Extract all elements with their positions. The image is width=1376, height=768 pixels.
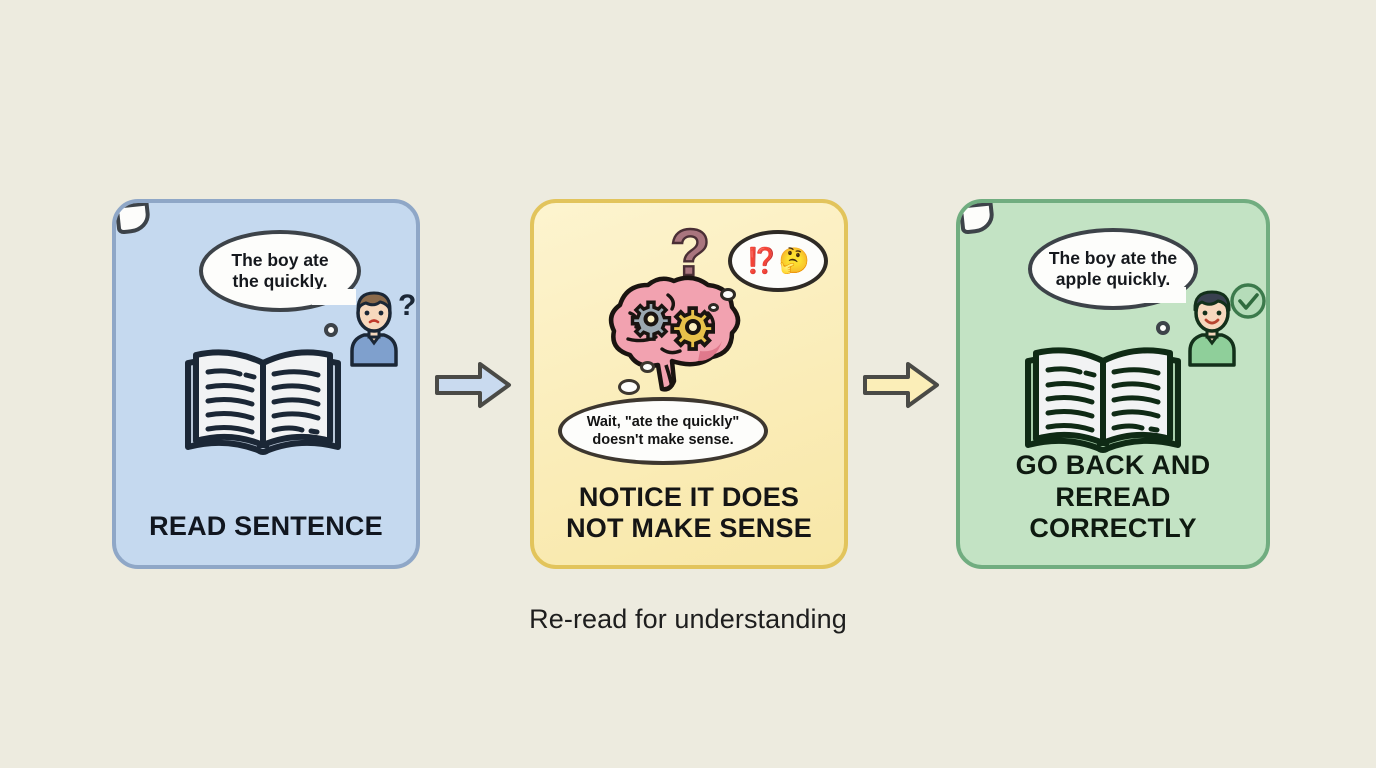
svg-text:?: ? — [398, 289, 416, 322]
panel-reread-correctly[interactable]: The boy ate the apple quickly. — [956, 199, 1270, 569]
speech-bubble-tail-cover — [312, 289, 356, 305]
exclamation-question-icon: ⁉️ — [746, 246, 778, 275]
bubble-line-1: The boy ate the — [1048, 247, 1178, 268]
bubble-line-1: The boy ate — [231, 249, 329, 270]
speech-bubble-tail — [116, 203, 152, 235]
thought-bubble-reasoning: Wait, "ate the quickly" doesn't make sen… — [558, 397, 768, 465]
open-book-icon — [178, 343, 348, 472]
emoji-thought-bubble: ⁉️ 🤔 — [728, 230, 828, 292]
brain-with-gears-icon — [604, 265, 756, 398]
speech-bubble-tail-cover — [1142, 287, 1186, 303]
confused-person-icon: ? — [344, 285, 416, 374]
panel-2-caption-line-1: NOTICE IT DOES — [578, 481, 800, 512]
panel-1-artwork: The boy ate the quickly. ? — [116, 203, 416, 475]
panel-notice-problem[interactable]: ? — [530, 199, 848, 569]
panel-2-caption-line-2: NOT MAKE SENSE — [566, 513, 812, 544]
thought-dot-small — [640, 361, 655, 373]
bubble-line-2: the quickly. — [232, 271, 328, 291]
footer-caption: Re-read for understanding — [529, 604, 847, 634]
panel-2-artwork: ? — [534, 203, 844, 475]
arrow-panel-1-to-2 — [434, 359, 512, 411]
panel-3-caption-line-2: REREAD CORRECTLY — [1029, 481, 1197, 544]
panel-3-caption: GO BACK AND REREAD CORRECTLY — [968, 450, 1258, 545]
thought-line-2: doesn't make sense. — [592, 432, 734, 448]
thought-line-1: Wait, "ate the quickly" — [586, 413, 740, 430]
emoji-bubble-dot-small — [708, 303, 719, 312]
panel-1-caption: READ SENTENCE — [149, 511, 383, 542]
thinking-face-icon: 🤔 — [778, 246, 810, 275]
panel-2-caption: NOTICE IT DOES NOT MAKE SENSE — [542, 482, 836, 545]
bubble-line-2: apple quickly. — [1055, 269, 1171, 289]
happy-person-icon — [1182, 283, 1266, 374]
emoji-bubble-dot-large — [720, 288, 736, 301]
panel-3-artwork: The boy ate the apple quickly. — [960, 203, 1266, 475]
speech-bubble-dot — [324, 323, 338, 337]
speech-bubble-dot — [1156, 321, 1170, 335]
open-book-icon — [1018, 341, 1188, 470]
panel-3-caption-line-1: GO BACK AND — [1015, 450, 1211, 481]
thought-dot-large — [618, 379, 640, 395]
panel-read-sentence[interactable]: The boy ate the quickly. ? — [112, 199, 420, 569]
speech-bubble-tail — [960, 203, 996, 235]
arrow-panel-2-to-3 — [862, 359, 940, 411]
